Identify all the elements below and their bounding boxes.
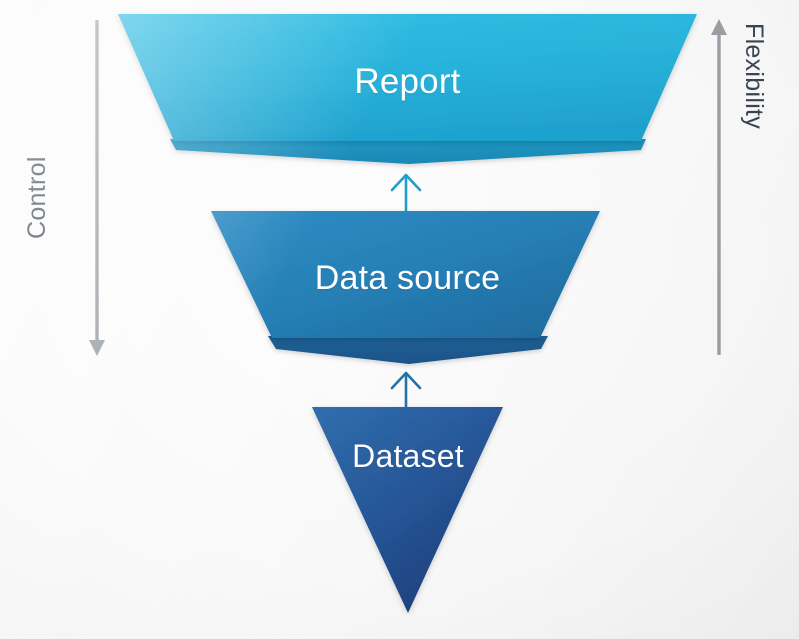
- arrow-up-icon-datasource-to-report: [390, 173, 422, 211]
- data-source-shape[interactable]: [211, 211, 600, 338]
- arrow-up-icon-dataset-to-datasource: [390, 371, 422, 407]
- report-shape[interactable]: [118, 14, 697, 141]
- control-axis: [89, 20, 105, 356]
- stage-report[interactable]: [118, 14, 697, 164]
- data-source-fold: [268, 336, 548, 364]
- stage-dataset[interactable]: [312, 407, 503, 613]
- arrow-up-icon-flexibility: [711, 19, 727, 35]
- report-fold: [170, 139, 646, 164]
- arrow-down-icon-control: [89, 340, 105, 356]
- flexibility-axis: [711, 19, 727, 355]
- dataset-shape[interactable]: [312, 407, 503, 613]
- stage-data-source[interactable]: [211, 211, 600, 364]
